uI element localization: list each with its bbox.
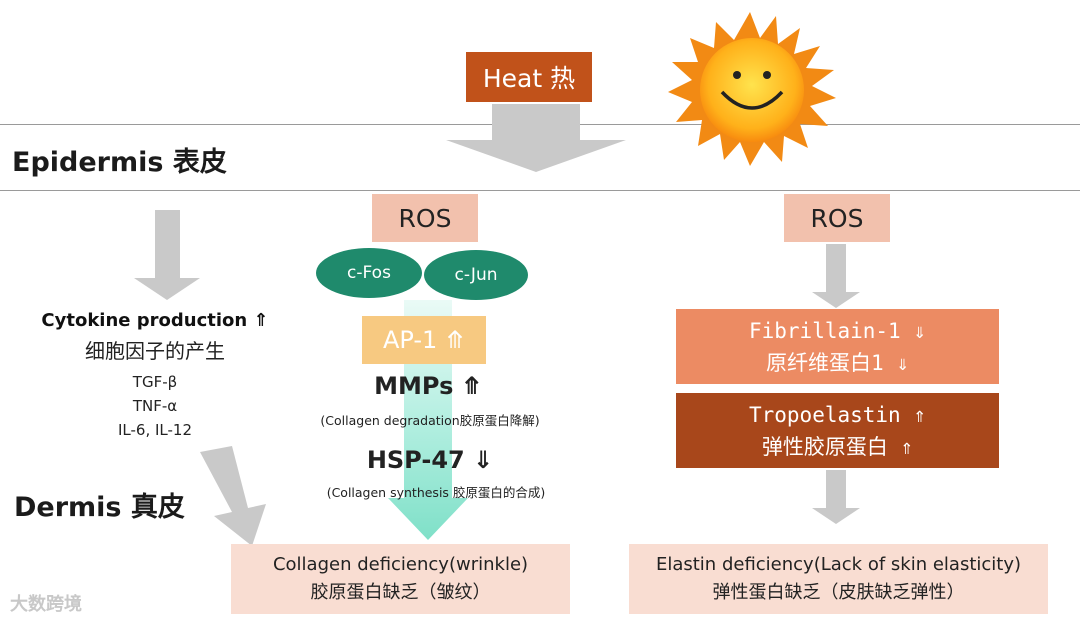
diagonal-arrow [200, 446, 266, 546]
collagen-deficiency-label-cn: 胶原蛋白缺乏（皱纹） [310, 582, 491, 603]
cytokine-title-cn: 细胞因子的产生 [85, 339, 225, 363]
ros-box-right: ROS [784, 194, 890, 242]
epidermis-label: Epidermis 表皮 [12, 147, 227, 178]
elastin-deficiency-label: Elastin deficiency(Lack of skin elastici… [655, 554, 1022, 575]
cytokine-block: Cytokine production ⇑ 细胞因子的产生 TGF-β TNF-… [30, 310, 280, 442]
tropoelastin-label: Tropoelastin ⇑ [748, 402, 926, 427]
elastin-deficiency-label-cn: 弹性蛋白缺乏（皮肤缺乏弹性） [712, 582, 965, 603]
fibrillain-box: Fibrillain-1 ⇓ 原纤维蛋白1 ⇓ [676, 309, 999, 384]
cytokine-item: TGF-β [132, 373, 178, 391]
fibrillain-label-cn: 原纤维蛋白1 ⇓ [766, 350, 909, 375]
cytokine-list: TGF-β TNF-α IL-6, IL-12 [30, 370, 280, 442]
ap1-box: AP-1 ⤊ [362, 316, 486, 364]
collagen-deficiency-box: Collagen deficiency(wrinkle) 胶原蛋白缺乏（皱纹） [231, 544, 570, 614]
cjun-node: c-Jun [424, 250, 528, 300]
tropoelastin-box: Tropoelastin ⇑ 弹性胶原蛋白 ⇑ [676, 393, 999, 468]
heat-box: Heat 热 [466, 52, 592, 102]
ros-box-center: ROS [372, 194, 478, 242]
hsp47-note: (Collagen synthesis 胶原蛋白的合成) [326, 485, 546, 500]
tropoelastin-label-cn: 弹性胶原蛋白 ⇑ [761, 434, 914, 459]
right-down-arrow-bottom [812, 470, 860, 524]
collagen-deficiency-label: Collagen deficiency(wrinkle) [272, 554, 529, 575]
mmps-note: (Collagen degradation胶原蛋白降解) [320, 413, 540, 428]
cytokine-item: TNF-α [132, 397, 178, 415]
fibrillain-label: Fibrillain-1 ⇓ [748, 318, 926, 343]
elastin-deficiency-box: Elastin deficiency(Lack of skin elastici… [629, 544, 1048, 614]
cfos-node: c-Fos [316, 248, 422, 298]
epidermis-bottom-line [0, 190, 1080, 191]
mmps-label: MMPs ⤊ [374, 372, 482, 400]
watermark: 大数跨境 [10, 594, 82, 615]
sun-icon [668, 12, 836, 166]
heat-down-arrow [446, 104, 626, 172]
left-down-arrow [134, 210, 200, 300]
cytokine-title: Cytokine production ⇑ [41, 310, 269, 331]
hsp47-label: HSP-47 ⇓ [366, 446, 494, 474]
right-down-arrow-top [812, 244, 860, 308]
cytokine-item: IL-6, IL-12 [117, 421, 193, 439]
dermis-label: Dermis 真皮 [14, 492, 185, 523]
